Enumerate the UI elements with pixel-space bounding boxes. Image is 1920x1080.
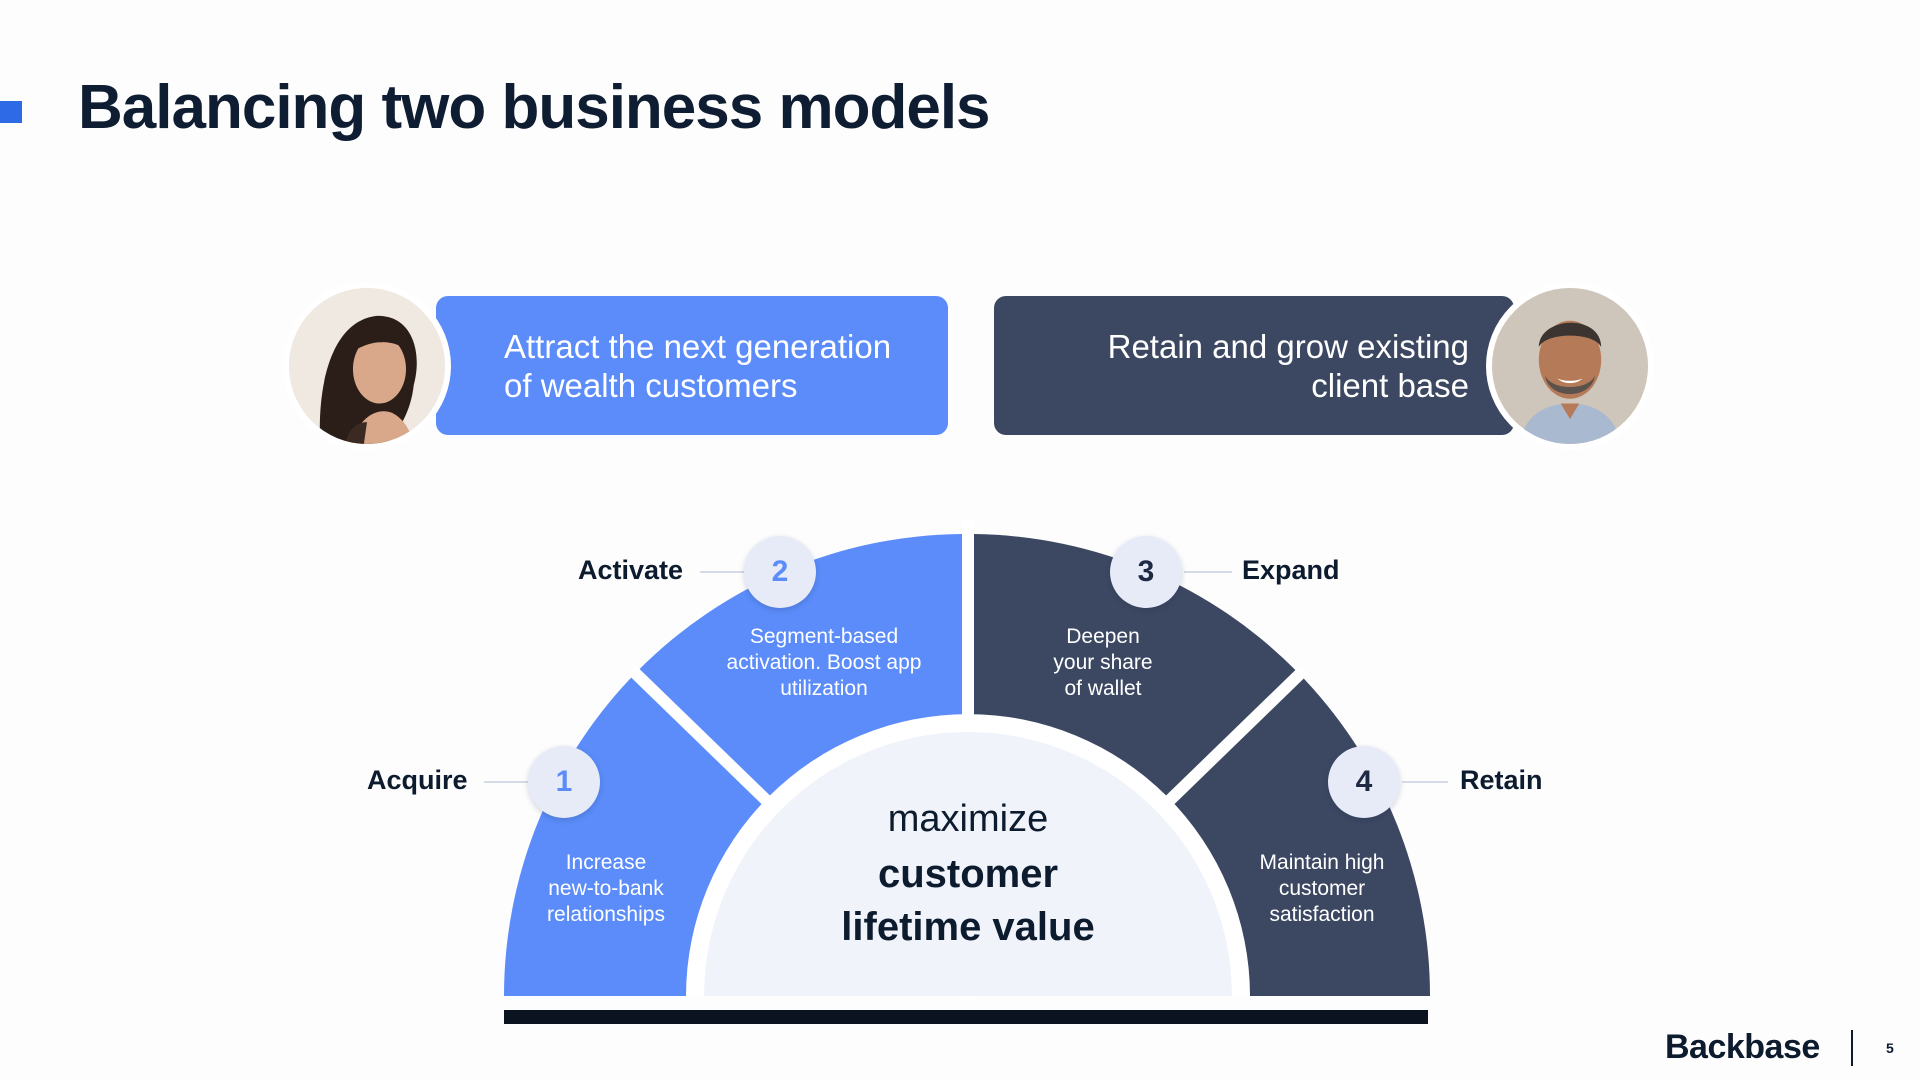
stage-label-acquire: Acquire [367,765,468,795]
banner-attract-line2: of wealth customers [504,366,798,404]
stage-desc-expand-line3: of wallet [1064,677,1142,700]
stage-desc-retain-line1: Maintain high [1259,851,1385,874]
banner-retain-line1: Retain and grow existing [1107,327,1469,365]
stage-desc-acquire: Increase new-to-bank relationships [491,850,721,928]
stage-desc-retain-line3: satisfaction [1269,903,1375,926]
stage-desc-expand-line2: your share [1053,651,1153,674]
man-portrait-icon [1486,282,1654,450]
woman-portrait-icon [283,282,451,450]
stage-desc-acquire-line1: Increase [565,851,647,874]
stage-desc-retain-line2: customer [1278,877,1366,900]
stage-desc-activate: Segment-based activation. Boost app util… [704,624,944,702]
stage-badge-3: 3 [1110,536,1182,608]
title-accent-square [0,101,22,123]
stage-desc-retain: Maintain high customer satisfaction [1207,850,1437,928]
stage-badge-1: 1 [528,746,600,818]
center-goal-text: maximize customer lifetime value [768,790,1168,954]
banner-retain-grow: Retain and grow existing client base [994,296,1514,435]
stage-desc-acquire-line3: relationships [547,903,665,926]
brand-logo: Backbase [1665,1028,1820,1066]
stage-desc-expand: Deepen your share of wallet [988,624,1218,702]
diagram-base-bar [504,1010,1428,1024]
center-line-lifetime-value: lifetime value [841,905,1095,949]
stage-label-activate: Activate [578,555,684,585]
stage-badge-2: 2 [744,536,816,608]
center-line-customer: customer [877,852,1059,896]
stage-label-expand: Expand [1242,555,1340,585]
page-number: 5 [1886,1040,1894,1056]
banner-retain-line2: client base [1311,366,1469,404]
stage-desc-activate-line1: Segment-based [749,625,899,648]
stage-desc-acquire-line2: new-to-bank [548,877,664,900]
banner-attract: Attract the next generation of wealth cu… [436,296,948,435]
stage-label-retain: Retain [1460,765,1543,795]
stage-desc-activate-line3: utilization [780,677,868,700]
banner-attract-line1: Attract the next generation [504,327,892,365]
page-title: Balancing two business models [78,73,991,142]
footer-divider [1851,1030,1853,1066]
stage-badge-4: 4 [1328,746,1400,818]
stage-desc-expand-line1: Deepen [1066,625,1140,648]
stage-desc-activate-line2: activation. Boost app [726,651,922,674]
center-line-maximize: maximize [887,798,1049,840]
inner-core [704,732,1232,996]
